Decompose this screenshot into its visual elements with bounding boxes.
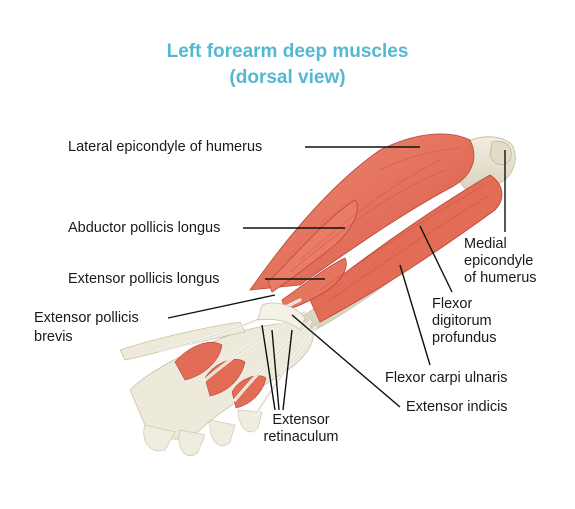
label-extensor-indicis: Extensor indicis xyxy=(406,399,508,415)
hand-muscle-1 xyxy=(174,342,223,381)
label-medial-epicondyle-line3: of humerus xyxy=(464,270,537,286)
label-abductor-pollicis-longus: Abductor pollicis longus xyxy=(68,220,221,236)
label-lateral-epicondyle: Lateral epicondyle of humerus xyxy=(68,139,263,155)
leader-extensor-indicis xyxy=(291,314,401,408)
hand-muscle-2 xyxy=(204,358,246,397)
leader-extensor-retinaculum-c xyxy=(282,329,293,411)
label-flexor-digitorum-line1: Flexor xyxy=(432,296,473,312)
extensor-pollicis-longus-muscle xyxy=(281,257,347,311)
label-flexor-carpi-ulnaris: Flexor carpi ulnaris xyxy=(385,370,508,386)
abductor-pollicis-longus-muscle xyxy=(267,199,358,293)
leader-flexor-digitorum xyxy=(419,225,453,293)
fingers xyxy=(143,409,263,456)
label-extensor-pollicis-longus: Extensor pollicis longus xyxy=(68,271,220,287)
label-extensor-pollicis-brevis-line2: brevis xyxy=(34,329,73,345)
label-medial-epicondyle-line1: Medial xyxy=(464,236,507,252)
label-extensor-retinaculum-line1: Extensor xyxy=(272,412,330,428)
leader-extensor-pollicis-brevis xyxy=(167,294,276,319)
title-line-2: (dorsal view) xyxy=(229,67,346,88)
title-line-1: Left forearm deep muscles xyxy=(166,41,409,62)
hand-muscle-3 xyxy=(231,375,267,409)
leader-lines xyxy=(167,146,506,411)
label-medial-epicondyle-line2: epicondyle xyxy=(464,253,534,269)
medial-epicondyle xyxy=(489,140,512,166)
label-flexor-digitorum-line2: digitorum xyxy=(432,313,492,329)
leader-extensor-retinaculum-b xyxy=(271,329,280,411)
thumb-bone xyxy=(119,321,246,361)
label-extensor-pollicis-brevis-line1: Extensor pollicis xyxy=(34,310,139,326)
muscle-fibers xyxy=(289,147,491,301)
leader-extensor-retinaculum-a xyxy=(261,324,276,411)
label-flexor-digitorum-line3: profundus xyxy=(432,330,497,346)
leader-flexor-carpi-ulnaris xyxy=(399,264,431,366)
extensor-retinaculum-band xyxy=(257,302,306,331)
label-extensor-retinaculum-line2: retinaculum xyxy=(263,429,339,445)
